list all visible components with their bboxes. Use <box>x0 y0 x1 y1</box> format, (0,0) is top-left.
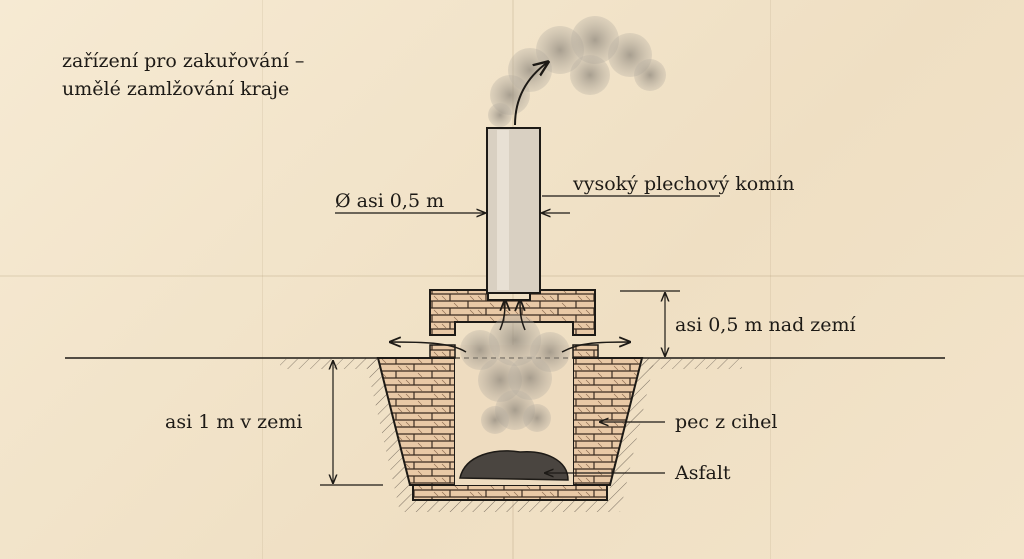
asphalt-lumps <box>459 450 569 481</box>
diameter-label: Ø asi 0,5 m <box>335 190 445 212</box>
paper-fold <box>770 0 771 559</box>
chimney <box>486 127 541 294</box>
chimney-label: vysoký plechový komín <box>573 173 795 195</box>
paper-fold <box>262 0 263 559</box>
below-ground-label: asi 1 m v zemi <box>165 411 303 433</box>
smoke-inside <box>460 314 570 434</box>
smoke-plume <box>488 16 666 127</box>
oven-label: pec z cihel <box>675 411 778 433</box>
above-ground-label: asi 0,5 m nad zemí <box>675 314 856 336</box>
fuel-label: Asfalt <box>675 462 731 484</box>
brick-floor <box>412 484 608 501</box>
title-line-2: umělé zamlžování kraje <box>62 78 290 100</box>
upper-brick-block <box>429 289 596 336</box>
dimension-lines <box>320 195 720 486</box>
title-line-1: zařízení pro zakuřování – <box>62 50 305 72</box>
